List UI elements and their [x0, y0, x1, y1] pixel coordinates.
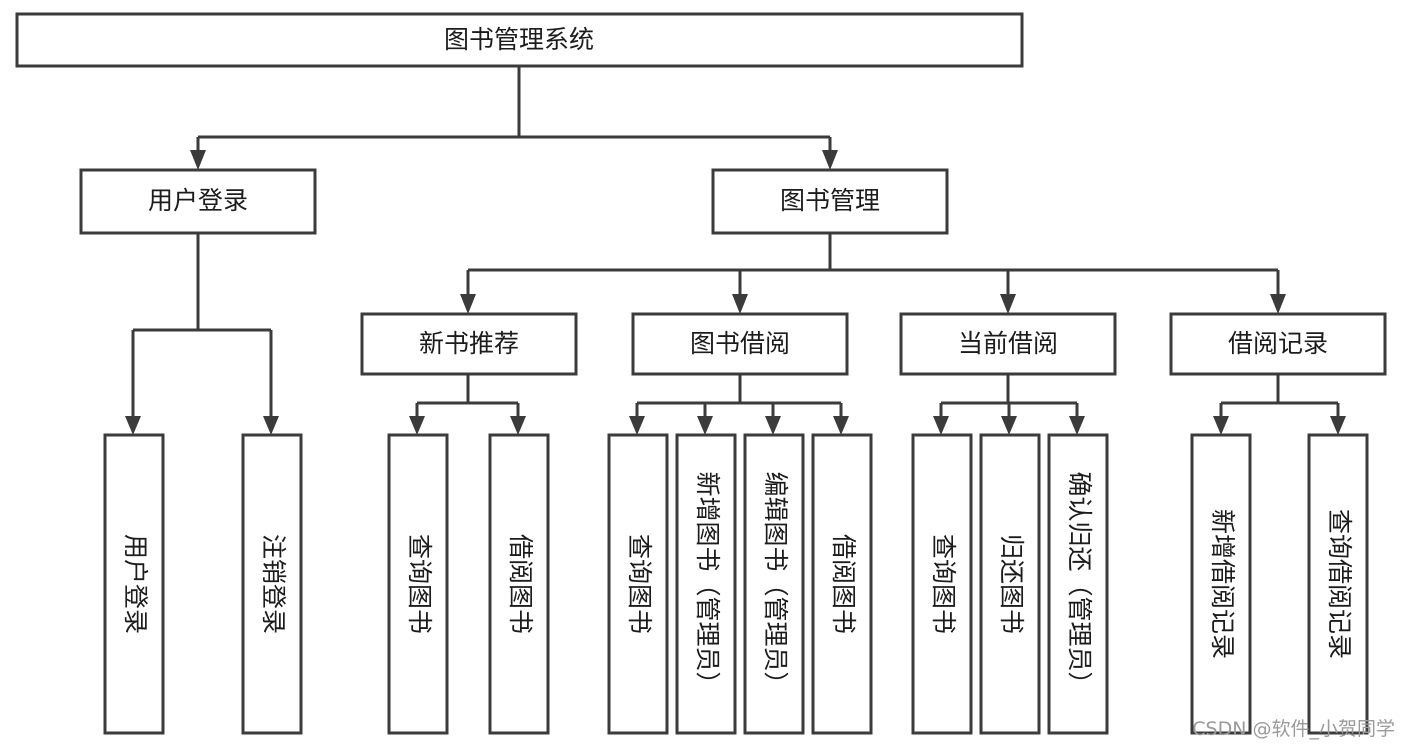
arrowhead-leaf-cb-1 — [933, 416, 949, 435]
arrowhead-book-borrow — [732, 294, 748, 314]
node-book-borrow[interactable]: 图书借阅 — [631, 312, 849, 376]
connector-group-book-borrow — [629, 374, 849, 435]
leaf-box-br-query-record[interactable] — [1307, 433, 1369, 735]
arrowhead-leaf-bb-2 — [697, 416, 713, 435]
leaf-label-nbr-query-book: 查询图书 — [405, 534, 434, 634]
leaf-nbr-borrow-book[interactable]: 借阅图书 — [488, 433, 550, 735]
connector-group-current-borrow — [933, 374, 1085, 435]
leaf-br-query-record[interactable]: 查询借阅记录 — [1307, 433, 1369, 735]
leaf-nbr-query-book[interactable]: 查询图书 — [387, 433, 449, 735]
node-box-book-management[interactable] — [711, 168, 949, 235]
arrowhead-leaf-br-2 — [1330, 416, 1346, 435]
leaf-label-nbr-borrow-book: 借阅图书 — [506, 534, 535, 634]
arrowhead-borrow-record — [1270, 294, 1286, 314]
leaf-box-user-login-logout[interactable] — [241, 433, 303, 735]
connector-group-book-manage — [460, 233, 1286, 314]
leaf-user-login-logout[interactable]: 注销登录 — [241, 433, 303, 735]
node-box-book-borrow[interactable] — [631, 312, 849, 376]
leaf-box-nbr-query-book[interactable] — [387, 433, 449, 735]
leaf-label-user-login-logout: 注销登录 — [259, 534, 288, 634]
arrowhead-leaf-br-1 — [1213, 416, 1229, 435]
connector-group-new-book-recommend — [409, 374, 526, 435]
connector-group-root — [190, 66, 838, 170]
leaf-box-br-add-record[interactable] — [1190, 433, 1252, 735]
leaf-label-br-add-record: 新增借阅记录 — [1208, 509, 1237, 659]
leaf-box-bb-edit-book[interactable] — [743, 433, 805, 735]
arrowhead-leaf-cb-3 — [1069, 416, 1085, 435]
node-book-management[interactable]: 图书管理 — [711, 168, 949, 235]
leaf-box-bb-borrow-book[interactable] — [811, 433, 873, 735]
leaf-label-br-query-record: 查询借阅记录 — [1325, 509, 1354, 659]
arrowhead-leaf-bb-1 — [629, 416, 645, 435]
leaf-label-bb-edit-book: 编辑图书（管理员） — [761, 471, 790, 696]
leaf-box-cb-return-book[interactable] — [979, 433, 1041, 735]
node-box-current-borrow[interactable] — [899, 312, 1117, 376]
arrowhead-current-borrow — [1000, 294, 1016, 314]
leaf-box-user-login-login[interactable] — [103, 433, 165, 735]
leaf-label-cb-confirm-return: 确认归还（管理员） — [1065, 471, 1094, 696]
node-box-new-book-recommend[interactable] — [360, 312, 578, 376]
leaf-cb-return-book[interactable]: 归还图书 — [979, 433, 1041, 735]
leaf-label-user-login-login: 用户登录 — [121, 534, 150, 634]
arrowhead-leaf-bb-3 — [765, 416, 781, 435]
connector-group-borrow-record — [1213, 374, 1346, 435]
leaf-box-bb-add-book[interactable] — [675, 433, 737, 735]
leaf-bb-borrow-book[interactable]: 借阅图书 — [811, 433, 873, 735]
arrowhead-leaf-user-login-1 — [125, 416, 141, 435]
arrowhead-leaf-cb-2 — [1001, 416, 1017, 435]
leaf-label-bb-add-book: 新增图书（管理员） — [693, 471, 722, 696]
node-user-login[interactable]: 用户登录 — [79, 168, 317, 235]
leaf-cb-query-book[interactable]: 查询图书 — [911, 433, 973, 735]
node-current-borrow[interactable]: 当前借阅 — [899, 312, 1117, 376]
node-box-borrow-record[interactable] — [1169, 312, 1387, 376]
node-borrow-record[interactable]: 借阅记录 — [1169, 312, 1387, 376]
node-label-new-book-recommend: 新书推荐 — [419, 329, 519, 358]
leaf-box-bb-query-book[interactable] — [607, 433, 669, 735]
node-box-user-login[interactable] — [79, 168, 317, 235]
node-root-book-management-system[interactable]: 图书管理系统 — [15, 12, 1024, 68]
leaf-box-nbr-borrow-book[interactable] — [488, 433, 550, 735]
node-new-book-recommend[interactable]: 新书推荐 — [360, 312, 578, 376]
node-label-root: 图书管理系统 — [444, 25, 594, 54]
node-label-book-management: 图书管理 — [780, 186, 880, 215]
arrowhead-new-book-recommend — [460, 294, 476, 314]
node-box-root[interactable] — [15, 12, 1024, 68]
leaf-box-cb-confirm-return[interactable] — [1047, 433, 1109, 735]
leaf-bb-query-book[interactable]: 查询图书 — [607, 433, 669, 735]
arrowhead-leaf-bb-4 — [833, 416, 849, 435]
arrowhead-leaf-nbr-1 — [409, 416, 425, 435]
leaf-cb-confirm-return[interactable]: 确认归还（管理员） — [1047, 433, 1109, 735]
leaf-bb-edit-book[interactable]: 编辑图书（管理员） — [743, 433, 805, 735]
arrowhead-user-login — [190, 150, 206, 170]
node-label-borrow-record: 借阅记录 — [1228, 329, 1328, 358]
leaf-user-login-login[interactable]: 用户登录 — [103, 433, 165, 735]
leaf-br-add-record[interactable]: 新增借阅记录 — [1190, 433, 1252, 735]
leaf-box-cb-query-book[interactable] — [911, 433, 973, 735]
node-label-book-borrow: 图书借阅 — [690, 329, 790, 358]
arrowhead-leaf-user-login-2 — [263, 416, 279, 435]
arrowhead-book-manage — [822, 150, 838, 170]
leaf-label-cb-return-book: 归还图书 — [997, 534, 1026, 634]
leaf-label-cb-query-book: 查询图书 — [929, 534, 958, 634]
leaf-bb-add-book[interactable]: 新增图书（管理员） — [675, 433, 737, 735]
connector-group-user-login — [125, 233, 279, 435]
node-label-user-login: 用户登录 — [148, 186, 248, 215]
node-label-current-borrow: 当前借阅 — [958, 329, 1058, 358]
arrowhead-leaf-nbr-2 — [510, 416, 526, 435]
leaf-label-bb-borrow-book: 借阅图书 — [829, 534, 858, 634]
leaf-label-bb-query-book: 查询图书 — [625, 534, 654, 634]
